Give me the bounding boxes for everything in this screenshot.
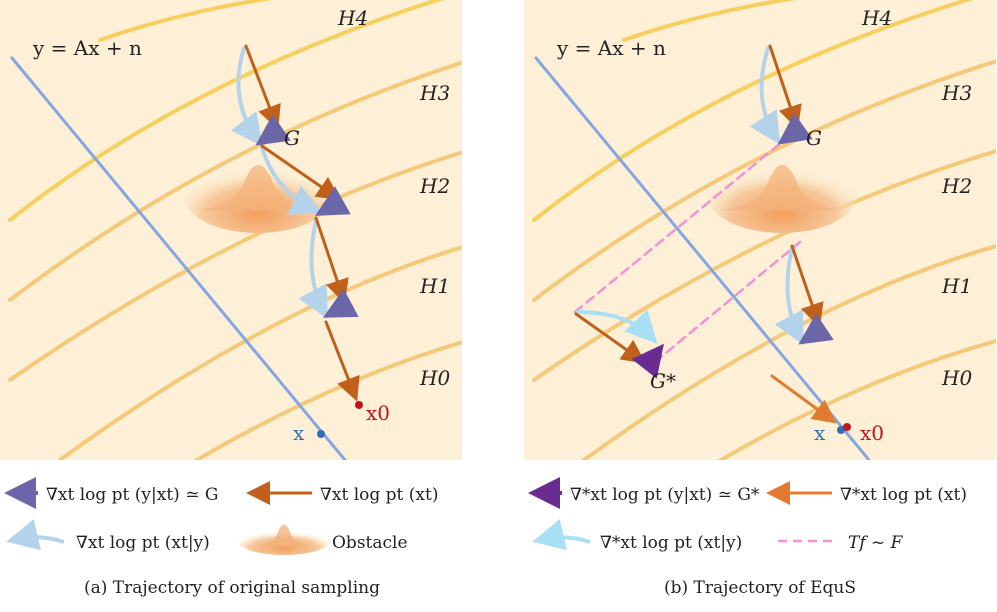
arc-h1 [58, 245, 462, 460]
obstacle-peak [719, 165, 844, 210]
panel-b: y = Ax + n H4 H3 H2 H1 H0 G G* x x0 [524, 0, 996, 460]
equation-label: y = Ax + n [32, 36, 142, 60]
legend-posterior-swatch [532, 519, 591, 551]
legend-likelihood-label: ∇xt log pt (y|xt) ≃ G [46, 485, 218, 505]
caption-b: (b) Trajectory of EquS [664, 578, 856, 598]
g-label: G [284, 126, 300, 150]
legend-prior-label: ∇*xt log pt (xt) [840, 485, 967, 505]
x-label: x [814, 421, 826, 445]
x0-point [843, 423, 851, 431]
arc-h2 [8, 150, 462, 382]
arc-h5 [622, 0, 796, 42]
g-label: G [806, 126, 822, 150]
prior-arrow-final [770, 374, 837, 424]
legend-obstacle-peak [258, 524, 312, 546]
arc-h4 [8, 0, 445, 222]
likelihood-arrow-1 [255, 114, 291, 146]
arc-h0 [716, 339, 996, 460]
likelihood-arrow-star [631, 343, 664, 379]
transform-dash-1 [573, 140, 784, 314]
prior-arrow-3 [314, 216, 349, 304]
x-label: x [293, 421, 305, 445]
caption-a: (a) Trajectory of original sampling [84, 578, 380, 598]
posterior-arrow-star [576, 309, 658, 344]
legend-posterior-label: ∇xt log pt (xt|y) [76, 533, 210, 553]
x0-point [355, 401, 363, 409]
panel-a-arrows [230, 44, 360, 402]
posterior-arrow-3 [298, 218, 328, 320]
likelihood-arrow-3 [322, 288, 359, 318]
h4-label: H4 [337, 6, 368, 30]
prior-arrow-1 [768, 44, 802, 130]
measurement-line [10, 56, 347, 460]
legend-a: ∇xt log pt (y|xt) ≃ G ∇xt log pt (xt) ∇x… [4, 477, 438, 598]
x0-label: x0 [366, 401, 390, 425]
x0-label: x0 [860, 421, 884, 445]
h2-label: H2 [941, 174, 972, 198]
gstar-label: G* [650, 369, 676, 393]
arc-h0 [192, 340, 462, 460]
h3-label: H3 [419, 81, 450, 105]
h1-label: H1 [419, 274, 450, 298]
prior-arrow-1 [244, 44, 281, 130]
likelihood-arrow-1 [777, 113, 813, 145]
h2-label: H2 [419, 174, 450, 198]
h0-label: H0 [941, 366, 972, 390]
arc-h5 [98, 0, 272, 42]
legend-prior-label: ∇xt log pt (xt) [320, 485, 438, 505]
x-point [317, 430, 325, 438]
panel-a: y = Ax + n H4 H3 H2 H1 H0 G x x0 [0, 0, 462, 460]
legend-posterior-label: ∇*xt log pt (xt|y) [600, 533, 742, 553]
h1-label: H1 [941, 274, 972, 298]
h4-label: H4 [861, 6, 892, 30]
prior-arrow-4 [324, 320, 360, 402]
posterior-arrow-1 [230, 46, 263, 147]
legend-transform-label: Tf ~ F [848, 533, 904, 553]
legend-posterior-swatch [6, 519, 65, 551]
prior-arrow-2 [790, 244, 824, 328]
legend-b: ∇*xt log pt (y|xt) ≃ G* ∇*xt log pt (xt)… [528, 477, 967, 598]
prior-arrow-star [574, 312, 646, 364]
posterior-arrow-1 [749, 46, 781, 145]
panel-b-arrows [573, 44, 837, 424]
legend-likelihood-label: ∇*xt log pt (y|xt) ≃ G* [570, 485, 760, 505]
arc-h2 [532, 149, 996, 382]
likelihood-arrow-2 [315, 186, 351, 216]
h0-label: H0 [419, 366, 450, 390]
likelihood-arrow-2 [798, 313, 834, 345]
measurement-line [534, 56, 871, 460]
legend-obstacle-label: Obstacle [332, 533, 408, 553]
x-point [837, 426, 845, 434]
equation-label: y = Ax + n [556, 36, 666, 60]
transform-dash-2 [653, 240, 802, 364]
posterior-arrow-2 [774, 246, 804, 346]
arc-h4 [532, 0, 974, 222]
obstacle-peak [195, 165, 320, 210]
posterior-arrow-2 [260, 146, 324, 215]
h3-label: H3 [941, 81, 972, 105]
